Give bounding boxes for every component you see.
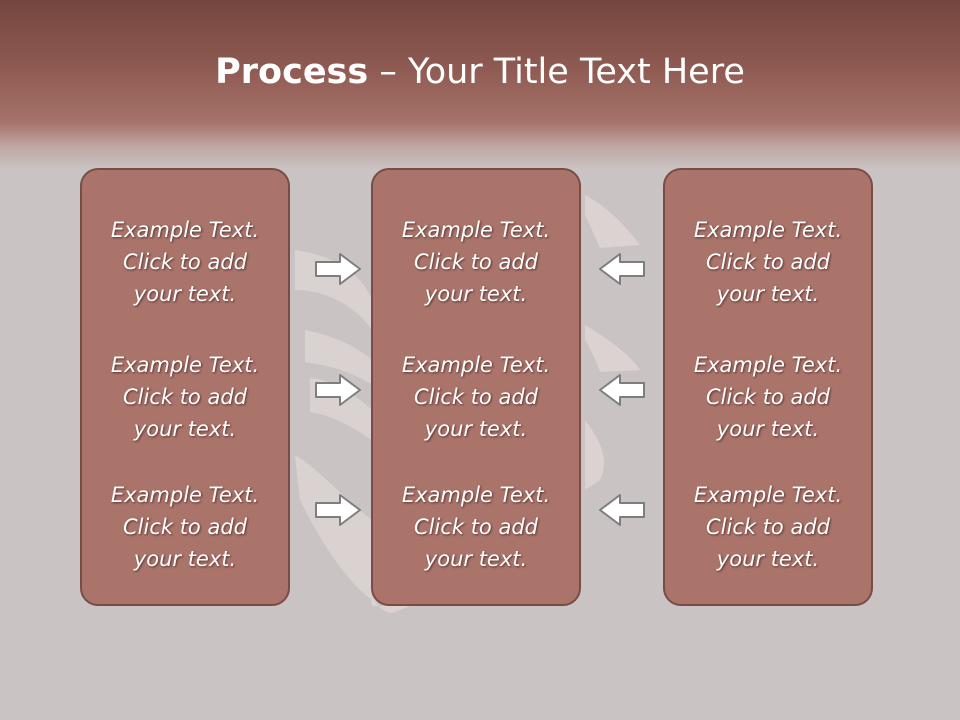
text-placeholder[interactable]: Example Text. Click to add your text. [110, 353, 260, 441]
right-arrow-icon [315, 374, 361, 406]
slide-title[interactable]: Process – Your Title Text Here [0, 52, 960, 92]
left-arrow-icon [599, 253, 645, 285]
text-placeholder[interactable]: Example Text. Click to add your text. [110, 483, 260, 571]
right-arrow-icon [315, 494, 361, 526]
title-bold: Process [215, 52, 369, 92]
right-arrow-icon [315, 253, 361, 285]
text-placeholder[interactable]: Example Text. Click to add your text. [401, 353, 551, 441]
left-arrow-icon [599, 374, 645, 406]
title-band [0, 0, 960, 170]
text-placeholder[interactable]: Example Text. Click to add your text. [401, 483, 551, 571]
text-placeholder[interactable]: Example Text. Click to add your text. [693, 353, 843, 441]
left-arrow-icon [599, 494, 645, 526]
text-placeholder[interactable]: Example Text. Click to add your text. [401, 218, 551, 306]
title-rest: – Your Title Text Here [368, 52, 745, 92]
center-column-box[interactable]: Example Text. Click to add your text. Ex… [371, 168, 581, 606]
right-column-box[interactable]: Example Text. Click to add your text. Ex… [663, 168, 873, 606]
text-placeholder[interactable]: Example Text. Click to add your text. [693, 218, 843, 306]
text-placeholder[interactable]: Example Text. Click to add your text. [693, 483, 843, 571]
left-column-box[interactable]: Example Text. Click to add your text. Ex… [80, 168, 290, 606]
text-placeholder[interactable]: Example Text. Click to add your text. [110, 218, 260, 306]
